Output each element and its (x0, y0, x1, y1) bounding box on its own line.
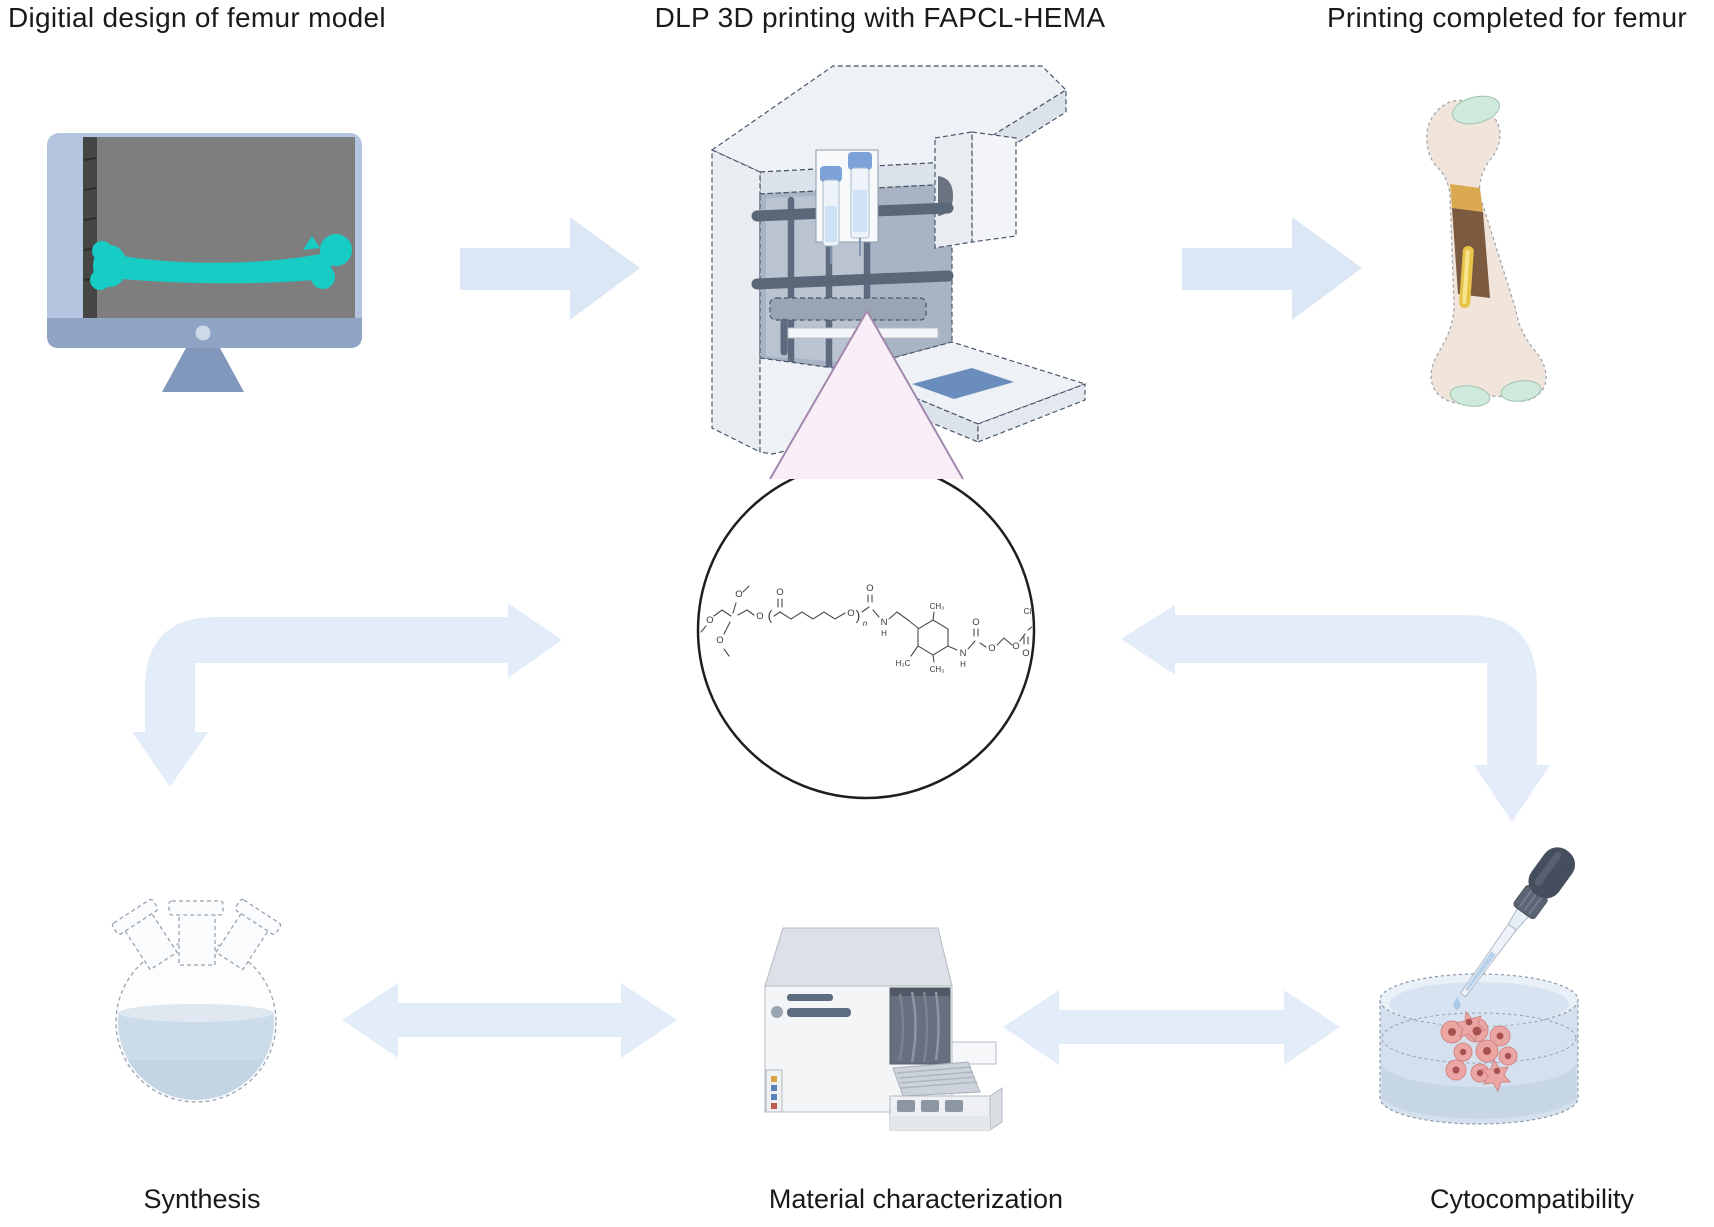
arrow-molecule-synthesis-icon (132, 603, 562, 787)
svg-text:O: O (756, 611, 763, 622)
svg-text:O: O (1022, 648, 1029, 659)
svg-text:O: O (972, 617, 979, 628)
analyzer-icon (764, 927, 1003, 1131)
svg-text:O: O (735, 589, 742, 600)
svg-text:N: N (960, 648, 967, 659)
svg-text:H₃C: H₃C (896, 659, 911, 668)
magnifier-circle (696, 460, 1036, 800)
arrow-printer-to-femur-icon (1182, 217, 1362, 320)
monitor-button (195, 325, 211, 341)
svg-text:O: O (988, 643, 995, 654)
arrow-molecule-cytocompatibility-icon (1121, 605, 1550, 822)
svg-text:CH₃: CH₃ (930, 665, 945, 674)
svg-text:O: O (776, 587, 783, 598)
petri-dish-icon (1379, 973, 1579, 1125)
arrow-synthesis-characterization-icon (342, 983, 677, 1058)
dropper-icon (1459, 847, 1576, 998)
svg-text:): ) (856, 607, 861, 623)
monitor-stand (162, 348, 244, 392)
printer-gantry (769, 297, 927, 321)
svg-text:O: O (716, 635, 723, 646)
svg-text:N: N (881, 617, 888, 628)
svg-text:CH₃: CH₃ (1024, 607, 1039, 616)
molecule-structure: O O O O ( O O ) n O N H CH₃ H₃C CH₃ N H (700, 583, 1039, 674)
title-digital-design: Digitial design of femur model (8, 2, 386, 33)
label-material-characterization: Material characterization (768, 1184, 1064, 1214)
cartilage-caps (1449, 95, 1542, 407)
femur-printed-icon (1426, 95, 1547, 407)
flask-neck-right (215, 898, 282, 971)
flask-icon (111, 898, 282, 1103)
svg-text:H: H (960, 660, 966, 669)
syringe-right-icon (848, 152, 872, 256)
cell-nuclei (1448, 1018, 1512, 1077)
monitor-screen (83, 137, 355, 318)
label-synthesis: Synthesis (143, 1184, 261, 1214)
title-printing-completed: Printing completed for femur (1326, 2, 1688, 33)
magnifier-callout: O O O O ( O O ) n O N H CH₃ H₃C CH₃ N H (696, 310, 1039, 800)
svg-text:CH₃: CH₃ (930, 602, 945, 611)
label-cytocompatibility: Cytocompatibility (1429, 1184, 1635, 1214)
analyzer-control-panel (765, 1069, 783, 1113)
printer-3d-icon (710, 65, 1087, 455)
flow-arrows (132, 217, 1550, 1065)
title-dlp-printing: DLP 3D printing with FAPCL-HEMA (654, 2, 1106, 33)
flask-neck-center (168, 900, 224, 966)
svg-text:O: O (866, 583, 873, 594)
analyzer-sampler-unit (889, 1041, 1003, 1131)
syringe-left-icon (820, 166, 842, 264)
svg-text:O: O (1012, 641, 1019, 652)
analyzer-column (889, 987, 951, 1065)
arrow-design-to-printer-icon (460, 217, 640, 320)
build-plate (912, 368, 1014, 399)
svg-text:H: H (881, 629, 887, 638)
svg-text:n: n (863, 619, 868, 628)
droplet-icon (1453, 997, 1461, 1010)
monitor-icon (47, 133, 362, 392)
svg-text:O: O (847, 608, 854, 619)
svg-text:O: O (706, 615, 713, 626)
femur-model-icon (90, 234, 352, 290)
magnifier-beam (770, 311, 963, 479)
arrow-characterization-cytocompatibility-icon (1003, 990, 1340, 1065)
cad-panel (83, 137, 97, 318)
svg-text:(: ( (768, 607, 773, 623)
flask-neck-left (111, 898, 178, 971)
printed-band-tan (1450, 184, 1483, 212)
